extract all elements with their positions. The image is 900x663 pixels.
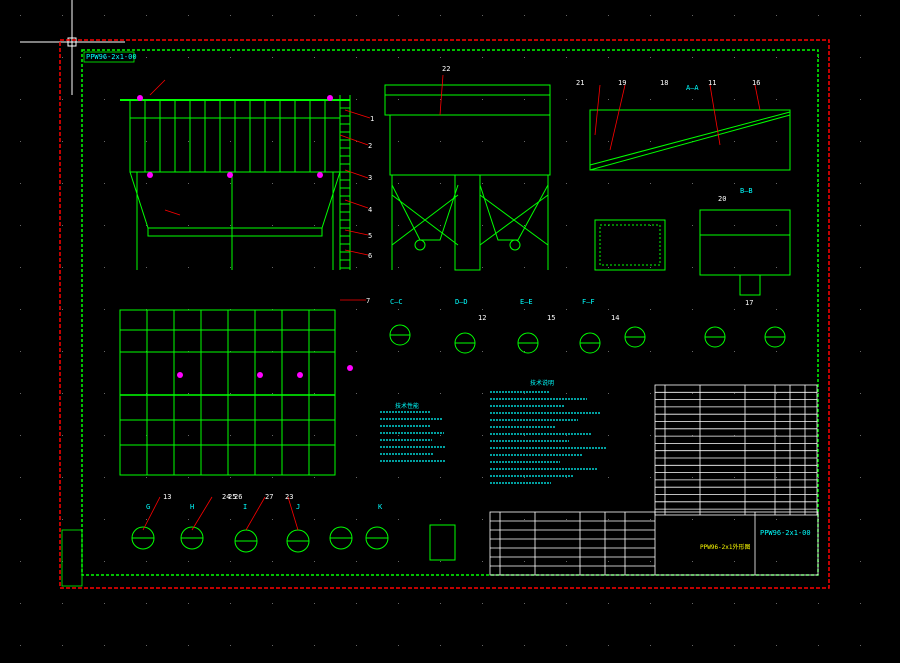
tech-specs-heading: 技术性能 xyxy=(395,403,420,410)
balloon-20: 20 xyxy=(718,195,727,203)
balloon-19: 19 xyxy=(618,79,627,87)
corner-stamp: PPW96-2x1-00 xyxy=(86,53,137,61)
section-label-g: G xyxy=(146,503,151,511)
balloon-5: 5 xyxy=(368,232,373,240)
balloon-22: 22 xyxy=(442,65,451,73)
section-label-dd: D—D xyxy=(455,298,468,306)
balloon-21: 21 xyxy=(576,79,585,87)
section-label-i: I xyxy=(243,503,248,511)
title-block-title: PPW96-2x1外形图 xyxy=(700,544,751,551)
balloon-6: 6 xyxy=(368,252,373,260)
side-view xyxy=(384,84,551,271)
corner-stamp-box xyxy=(83,51,135,63)
component-accents xyxy=(137,95,353,378)
balloon-18: 18 xyxy=(660,79,669,87)
balloon-24: 24 xyxy=(222,493,231,501)
balloon-27: 27 xyxy=(265,493,274,501)
leader-lines xyxy=(142,74,761,531)
balloon-23: 23 xyxy=(285,493,294,501)
outer-border xyxy=(59,39,830,589)
balloon-1: 1 xyxy=(370,115,375,123)
binding-strip xyxy=(61,529,83,587)
detail-row-upper xyxy=(389,324,786,354)
balloon-7: 7 xyxy=(366,297,371,305)
section-label-j: J xyxy=(296,503,301,511)
balloon-13: 13 xyxy=(163,493,172,501)
title-block xyxy=(489,511,819,576)
section-label-bb: B—B xyxy=(740,187,753,195)
balloon-16: 16 xyxy=(752,79,761,87)
section-label-h: H xyxy=(190,503,195,511)
balloon-17: 17 xyxy=(745,299,754,307)
section-label-k: K xyxy=(378,503,383,511)
technical-specs xyxy=(380,411,446,462)
plan-view xyxy=(119,309,336,476)
section-label-aa: A—A xyxy=(686,84,699,92)
balloon-3: 3 xyxy=(368,174,373,182)
balloon-12: 12 xyxy=(478,314,487,322)
section-label-cc: C—C xyxy=(390,298,403,306)
balloon-26: 26 xyxy=(234,493,243,501)
balloon-15: 15 xyxy=(547,314,556,322)
balloon-11: 11 xyxy=(708,79,717,87)
section-aa-view xyxy=(589,109,791,171)
balloon-4: 4 xyxy=(368,206,373,214)
front-view xyxy=(120,95,351,270)
section-label-ee: E—E xyxy=(520,298,533,306)
balloon-25: 25 xyxy=(228,493,237,501)
crosshair-cursor-icon[interactable] xyxy=(20,0,125,95)
section-bb-view xyxy=(594,209,791,296)
parts-list-table xyxy=(654,384,818,516)
drawing-frame xyxy=(81,49,819,576)
section-label-ff: F—F xyxy=(582,298,595,306)
notes-heading: 技术说明 xyxy=(530,380,555,387)
detail-row-lower xyxy=(131,524,456,561)
balloon-14: 14 xyxy=(611,314,620,322)
balloon-2: 2 xyxy=(368,142,373,150)
technical-notes xyxy=(490,391,606,484)
drawing-number: PPW96-2x1-00 xyxy=(760,529,811,537)
